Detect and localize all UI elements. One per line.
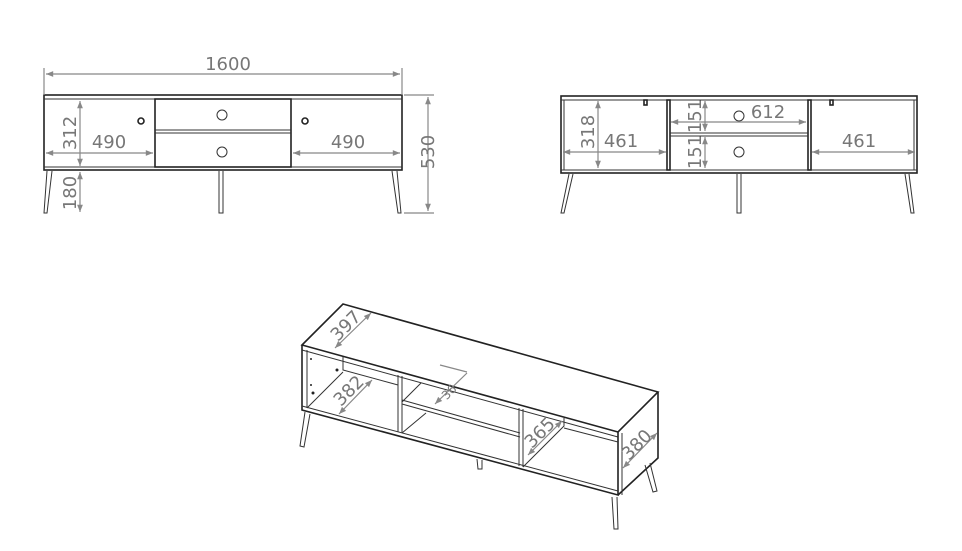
dim-cabinet-height: 312 (60, 116, 81, 150)
drawer-knob (216, 109, 228, 121)
front-view: 1600 530 312 180 490 490 (43, 54, 439, 214)
leg (611, 496, 619, 530)
dim-compartment-height: 318 (578, 115, 599, 149)
drawer-knob (216, 146, 228, 158)
dim-lower-drawer-height: 151 (685, 135, 706, 169)
leg (218, 171, 224, 214)
leg (299, 411, 311, 448)
leg (560, 173, 574, 214)
dim-right-compartment-width: 461 (842, 131, 876, 152)
dim-right-door-width: 490 (331, 132, 365, 153)
drawer-knob (733, 146, 745, 158)
leg (391, 170, 402, 214)
leg (736, 174, 742, 214)
isometric-view: 397 382 36 365 380 (299, 303, 660, 530)
door-knob (137, 117, 145, 125)
dim-total-height: 530 (418, 135, 439, 169)
dim-total-width: 1600 (205, 54, 251, 75)
leg (904, 173, 915, 214)
back-view: 318 461 461 612 151 151 (560, 95, 918, 214)
leg (43, 170, 53, 214)
dim-upper-drawer-height: 151 (685, 99, 706, 133)
dim-top-depth: 397 (327, 307, 366, 346)
dim-middle-shelf-depth: 36 (439, 382, 460, 403)
drawer-knob (733, 110, 745, 122)
dim-left-compartment-width: 461 (604, 131, 638, 152)
dim-left-shelf-depth: 382 (330, 372, 369, 411)
dim-side-depth: 380 (618, 426, 657, 465)
dim-drawer-width: 612 (751, 102, 785, 123)
door-knob (301, 117, 309, 125)
dim-leg-height: 180 (60, 176, 81, 210)
leg (644, 462, 658, 493)
leg (476, 458, 483, 470)
dim-left-door-width: 490 (92, 132, 126, 153)
